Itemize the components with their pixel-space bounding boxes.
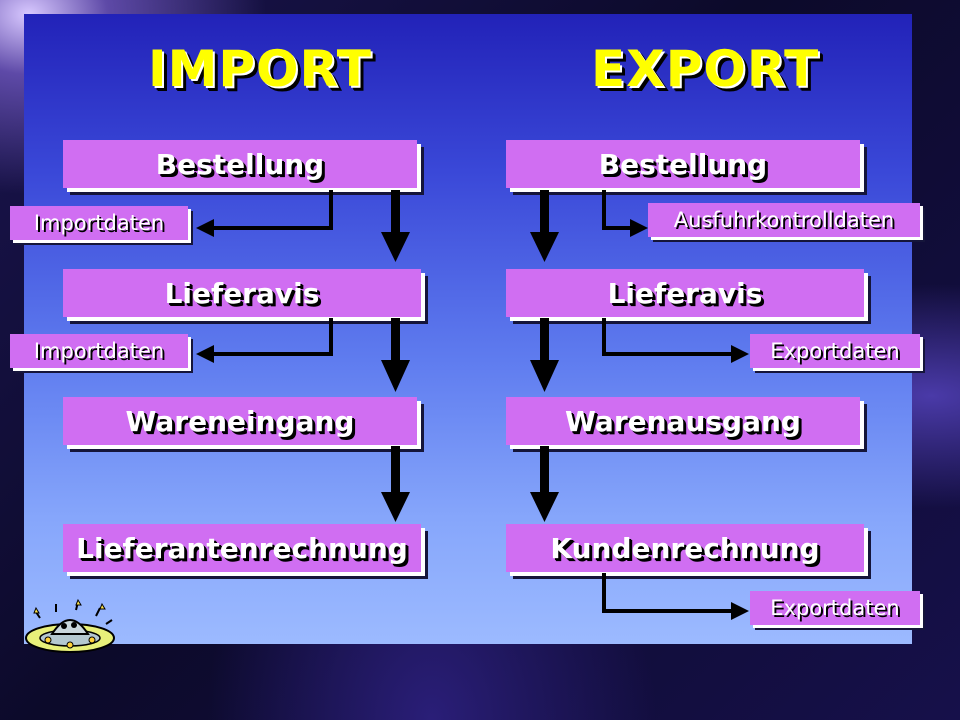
arrowhead — [630, 219, 648, 237]
import-down-arrow-1 — [381, 190, 410, 262]
import-heading: IMPORT — [148, 40, 372, 98]
export-down-arrow-2 — [530, 318, 559, 392]
import-down-arrow-3 — [381, 446, 410, 522]
arrowhead — [731, 602, 749, 620]
arrowhead — [196, 219, 214, 237]
import-side-arrow-2 — [212, 318, 333, 356]
import-step-lieferavis: Lieferavis — [63, 269, 421, 317]
export-side-arrow-3 — [602, 573, 732, 613]
export-side-arrow-1 — [602, 190, 632, 230]
export-data-tag-exportdaten-2: Exportdaten — [750, 591, 920, 625]
import-down-arrow-2 — [381, 318, 410, 392]
import-data-tag-1: Importdaten — [10, 206, 188, 240]
import-step-lieferantenrechnung: Lieferantenrechnung — [63, 524, 421, 572]
export-data-tag-ausfuhrkontrolldaten: Ausfuhrkontrolldaten — [648, 203, 920, 237]
import-side-arrow-1 — [212, 190, 333, 230]
export-step-warenausgang: Warenausgang — [506, 397, 860, 445]
export-side-arrow-2 — [602, 318, 732, 356]
import-step-wareneingang: Wareneingang — [63, 397, 417, 445]
export-heading: EXPORT — [591, 40, 820, 98]
export-down-arrow-3 — [530, 446, 559, 522]
ufo-clipart-icon — [25, 598, 115, 653]
export-down-arrow-1 — [530, 190, 559, 262]
export-data-tag-exportdaten-1: Exportdaten — [750, 334, 920, 368]
export-step-kundenrechnung: Kundenrechnung — [506, 524, 864, 572]
arrowhead — [731, 345, 749, 363]
import-data-tag-2: Importdaten — [10, 334, 188, 368]
export-step-lieferavis: Lieferavis — [506, 269, 864, 317]
export-step-bestellung: Bestellung — [506, 140, 860, 188]
arrowhead — [196, 345, 214, 363]
import-step-bestellung: Bestellung — [63, 140, 417, 188]
